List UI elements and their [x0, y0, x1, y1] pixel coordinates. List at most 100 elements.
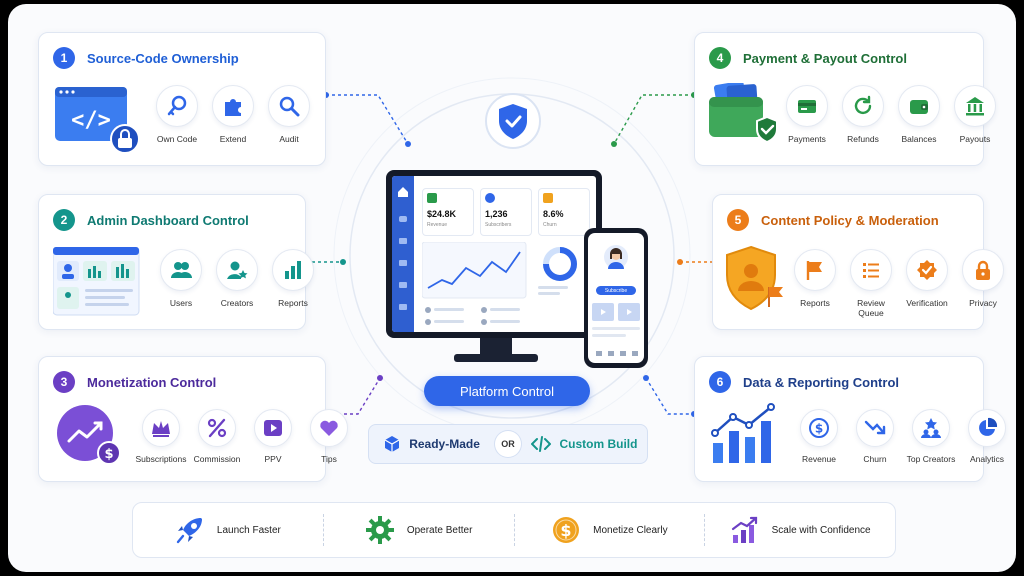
item-ppv[interactable]: PPV — [245, 409, 301, 464]
sidebar-icons — [398, 187, 408, 310]
card-icon — [798, 100, 816, 113]
monitor: $24.8K Revenue 1,236 Subscribers 8.6% Ch… — [386, 170, 602, 338]
item-review-queue[interactable]: Review Queue — [843, 249, 899, 318]
key-icon — [167, 95, 187, 116]
panel-payment-payout-control: 4 Payment & Payout Control Payments Refu… — [694, 32, 996, 166]
badge-check-icon — [917, 260, 937, 280]
dashboard-graphics — [422, 242, 577, 325]
monetization-growth-icon: $ — [57, 405, 121, 465]
pie-icon — [979, 417, 998, 436]
item-balances[interactable]: Balances — [891, 85, 947, 144]
item-privacy[interactable]: Privacy — [955, 249, 1011, 318]
magnifier-icon — [279, 96, 300, 117]
benefit-monetize-clearly: $ Monetize Clearly — [513, 514, 705, 546]
ready-made-option[interactable]: Ready-Made — [369, 435, 494, 453]
reporting-chart-icon — [711, 403, 775, 463]
item-extend[interactable]: Extend — [205, 85, 261, 144]
stat-card-subscribers: 1,236 Subscribers — [480, 188, 532, 236]
stat-card-churn: 8.6% Churn — [538, 188, 590, 236]
item-reports[interactable]: Reports — [265, 249, 321, 308]
monitor-stand — [454, 338, 538, 362]
creator-star-icon — [227, 261, 248, 279]
subscribe-button[interactable]: Subscribe — [596, 286, 636, 295]
top-creators-icon — [921, 418, 941, 438]
item-top-creators[interactable]: Top Creators — [903, 409, 959, 464]
bar-chart-icon — [285, 261, 301, 279]
benefit-scale-with-confidence: Scale with Confidence — [704, 514, 895, 546]
custom-build-option[interactable]: Custom Build — [522, 435, 647, 453]
item-tips[interactable]: Tips — [301, 409, 357, 464]
percent-icon — [207, 418, 227, 438]
code-brackets-icon — [531, 436, 552, 452]
panel-title: Payment & Payout Control — [743, 50, 907, 66]
puzzle-icon — [225, 99, 241, 116]
moderation-shield-icon — [726, 245, 783, 311]
item-analytics[interactable]: Analytics — [959, 409, 1015, 464]
subscribers-stat-icon — [485, 193, 495, 203]
panel-title: Source-Code Ownership — [87, 50, 239, 66]
item-reports-moderation[interactable]: Reports — [787, 249, 843, 318]
gear-icon — [365, 516, 394, 544]
build-choice-bar: Ready-Made OR Custom Build — [368, 424, 648, 464]
phone: Subscribe — [584, 228, 648, 368]
wallet-icon — [910, 100, 928, 114]
panel-number: 1 — [53, 47, 75, 69]
panel-number: 3 — [53, 371, 75, 393]
platform-control-title: Platform Control — [424, 376, 590, 406]
cube-icon — [384, 436, 400, 452]
phone-content — [592, 303, 640, 356]
svg-text:$: $ — [815, 422, 823, 436]
list-icon — [863, 263, 879, 278]
svg-text:</>: </> — [71, 108, 111, 133]
panel-items: $ Revenue Churn Top Creators Analytics — [791, 409, 1015, 464]
item-audit[interactable]: Audit — [261, 85, 317, 144]
panel-monetization-control: 3 Monetization Control $ Subscriptions C… — [38, 356, 348, 482]
item-subscriptions[interactable]: Subscriptions — [133, 409, 189, 464]
flag-icon — [806, 261, 822, 280]
panel-items: Reports Review Queue Verification Privac… — [787, 249, 1011, 318]
phone-screen: Subscribe — [588, 233, 644, 363]
heart-icon — [320, 420, 338, 436]
benefit-launch-faster: Launch Faster — [133, 514, 323, 546]
panel-items: Own Code Extend Audit — [149, 85, 317, 144]
crown-icon — [152, 421, 170, 437]
panel-admin-dashboard-control: 2 Admin Dashboard Control Users Creators — [38, 194, 314, 330]
panel-content-policy-moderation: 5 Content Policy & Moderation Reports Re… — [712, 194, 1004, 330]
panel-items: Users Creators Reports — [153, 249, 321, 308]
item-commission[interactable]: Commission — [189, 409, 245, 464]
or-divider: OR — [494, 430, 522, 458]
trend-down-icon — [864, 420, 886, 435]
item-churn[interactable]: Churn — [847, 409, 903, 464]
item-payments[interactable]: Payments — [779, 85, 835, 144]
bank-icon — [966, 97, 984, 116]
admin-dashboard-icon — [53, 247, 140, 316]
churn-stat-icon — [543, 193, 553, 203]
dashboard-sidebar — [392, 176, 414, 332]
panel-data-reporting-control: 6 Data & Reporting Control $ Revenue Chu… — [694, 356, 1006, 482]
monitor-screen: $24.8K Revenue 1,236 Subscribers 8.6% Ch… — [392, 176, 596, 332]
rocket-icon — [176, 518, 202, 544]
panel-number: 4 — [709, 47, 731, 69]
item-verification[interactable]: Verification — [899, 249, 955, 318]
item-refunds[interactable]: Refunds — [835, 85, 891, 144]
item-users[interactable]: Users — [153, 249, 209, 308]
refresh-icon — [854, 95, 872, 115]
avatar — [604, 245, 628, 269]
panel-title: Monetization Control — [87, 374, 217, 390]
panel-title: Admin Dashboard Control — [87, 212, 249, 228]
item-revenue[interactable]: $ Revenue — [791, 409, 847, 464]
item-creators[interactable]: Creators — [209, 249, 265, 308]
diagram-canvas: 1 Source-Code Ownership </> Own Code Ext… — [8, 4, 1016, 572]
svg-text:$: $ — [104, 447, 113, 462]
panel-source-code-ownership: 1 Source-Code Ownership </> Own Code Ext… — [38, 32, 326, 166]
benefits-bar: Launch Faster Operate Better $ Monetize … — [132, 502, 896, 558]
panel-items: Payments Refunds Balances Payouts — [779, 85, 1003, 144]
dollar-coin-icon: $ — [553, 517, 580, 543]
panel-number: 5 — [727, 209, 749, 231]
lock-icon — [976, 260, 990, 280]
item-own-code[interactable]: Own Code — [149, 85, 205, 144]
item-payouts[interactable]: Payouts — [947, 85, 1003, 144]
panel-number: 6 — [709, 371, 731, 393]
dollar-icon: $ — [809, 418, 829, 438]
play-icon — [264, 420, 282, 436]
